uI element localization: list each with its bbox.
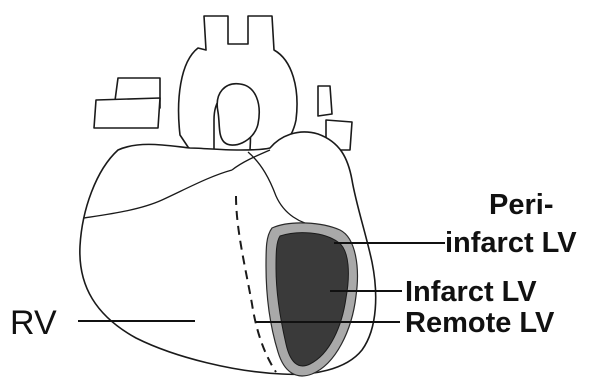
- label-remote: Remote LV: [405, 307, 555, 339]
- right-vessel-upper: [318, 86, 332, 116]
- label-rv: RV: [10, 304, 57, 342]
- pulmonary-trunk: [217, 84, 259, 145]
- label-peri: Peri-: [489, 189, 553, 221]
- label-peri-infarct: infarct LV: [445, 227, 577, 259]
- label-infarct: Infarct LV: [405, 276, 537, 308]
- great-vessels: [94, 16, 352, 150]
- left-vessel-lower: [94, 98, 160, 128]
